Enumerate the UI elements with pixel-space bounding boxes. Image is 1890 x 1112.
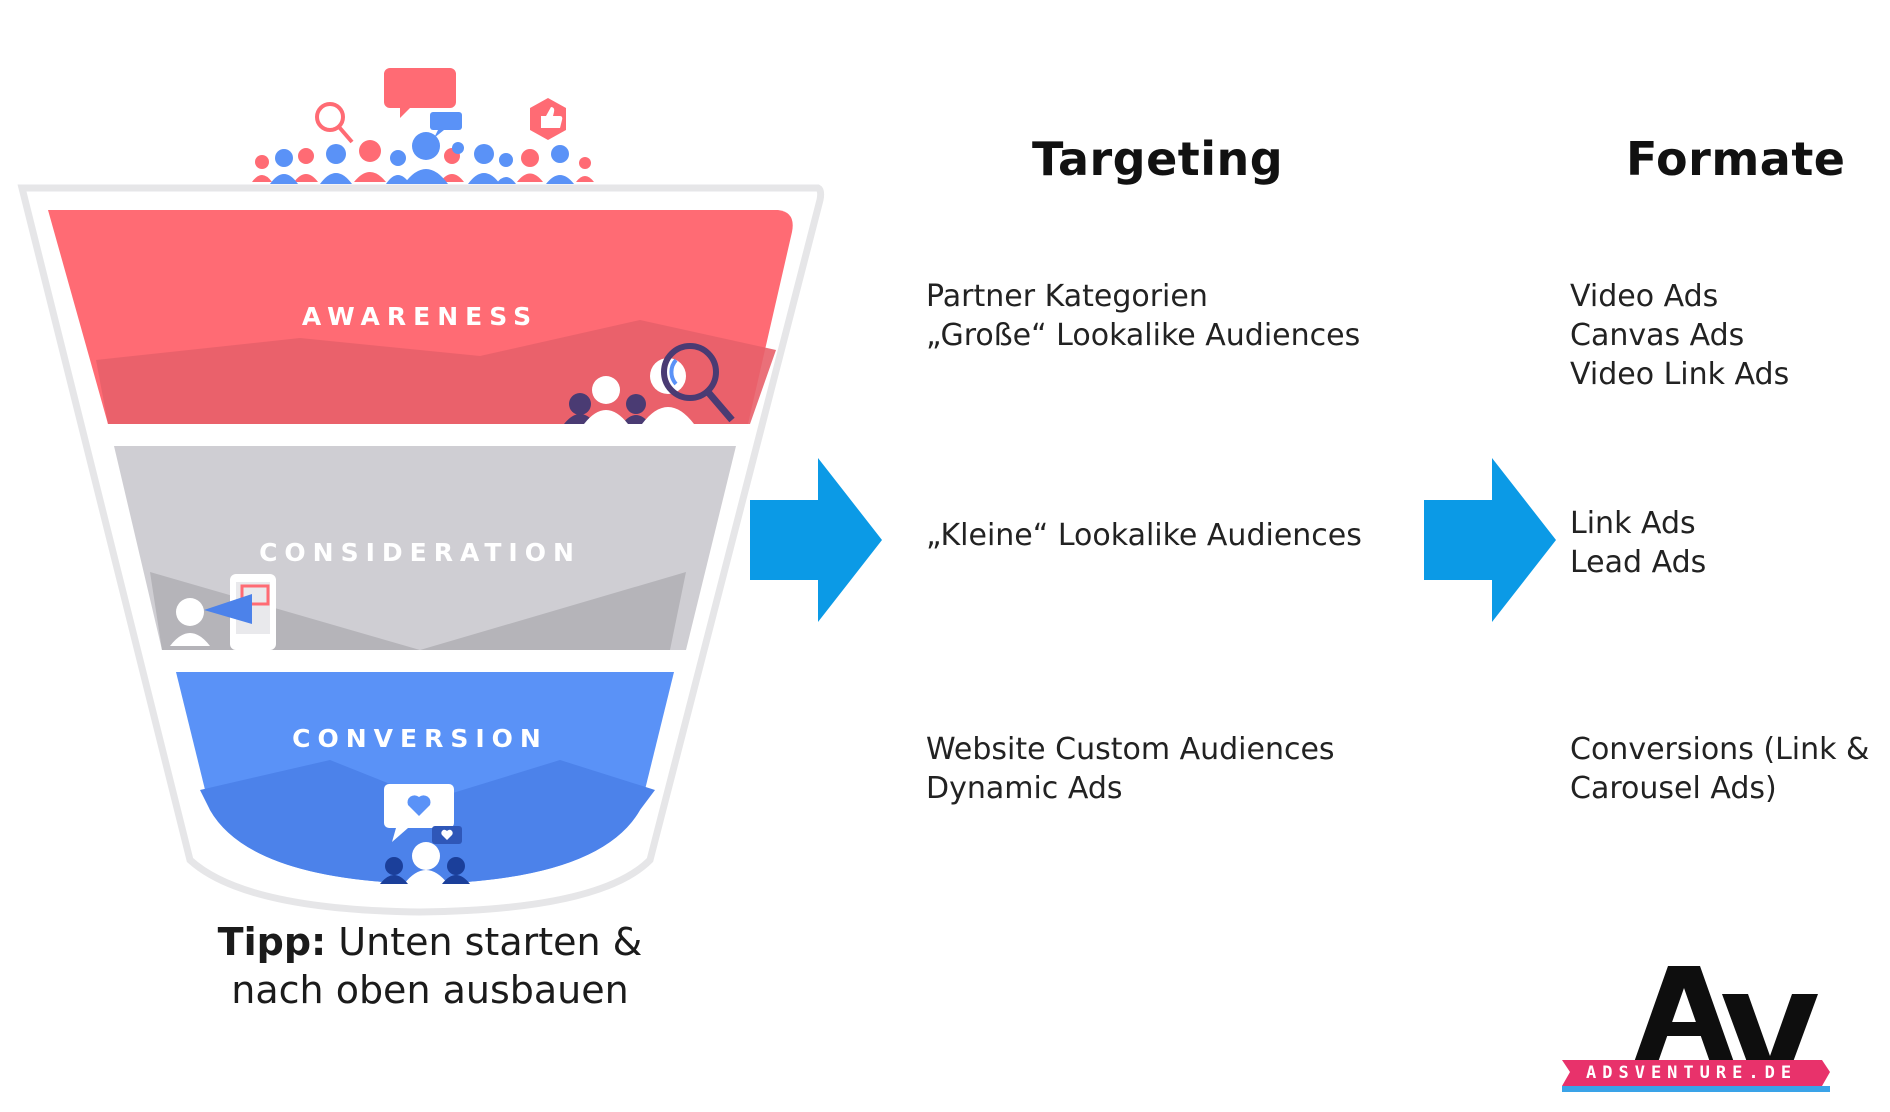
targeting-heading: Targeting	[1032, 132, 1284, 186]
targeting-awareness-list: Partner Kategorien „Große“ Lookalike Aud…	[926, 277, 1360, 355]
like-badge-icon	[530, 98, 566, 140]
formate-heading: Formate	[1626, 132, 1846, 186]
stage-label-awareness: AWARENESS	[301, 302, 539, 331]
formate-consideration-list: Link Ads Lead Ads	[1570, 504, 1706, 582]
list-item: Conversions (Link &	[1570, 732, 1870, 767]
list-item: Video Link Ads	[1570, 357, 1790, 392]
formate-awareness-list: Video Ads Canvas Ads Video Link Ads	[1570, 277, 1789, 394]
list-item: Video Ads	[1570, 279, 1719, 314]
arrow-right-icon-1	[750, 458, 882, 622]
chat-bubble-icon	[384, 68, 462, 138]
consideration-band-shade	[150, 572, 686, 650]
formate-conversion-list: Conversions (Link & Carousel Ads)	[1570, 730, 1869, 808]
arrow-right-icon-2	[1424, 458, 1556, 622]
stage-label-consideration: CONSIDERATION	[259, 538, 581, 567]
crowd-icon	[252, 68, 594, 184]
list-item: Canvas Ads	[1570, 318, 1745, 353]
targeting-conversion-list: Website Custom Audiences Dynamic Ads	[926, 730, 1335, 808]
list-item: Partner Kategorien	[926, 279, 1208, 314]
list-item: „Große“ Lookalike Audiences	[926, 318, 1361, 353]
list-item: Lead Ads	[1570, 545, 1707, 580]
tip-text: Tipp: Unten starten & nach oben ausbauen	[170, 918, 690, 1014]
targeting-consideration-list: „Kleine“ Lookalike Audiences	[926, 516, 1362, 555]
list-item: Link Ads	[1570, 506, 1696, 541]
awareness-people-search-icon	[564, 343, 735, 424]
list-item: Dynamic Ads	[926, 771, 1123, 806]
tip-line-1: Unten starten &	[326, 920, 643, 964]
logo-band-text: ADSVENTURE.DE	[1586, 1063, 1798, 1083]
stage-label-conversion: CONVERSION	[292, 724, 548, 753]
conversion-heart-people-icon	[380, 784, 470, 884]
list-item: Website Custom Audiences	[926, 732, 1335, 767]
tip-line-2: nach oben ausbauen	[231, 968, 629, 1012]
list-item: „Kleine“ Lookalike Audiences	[926, 518, 1362, 553]
adsventure-logo	[1562, 966, 1830, 1092]
search-icon	[315, 102, 354, 144]
list-item: Carousel Ads)	[1570, 771, 1777, 806]
consideration-person-phone-icon	[170, 574, 276, 650]
tip-bold-label: Tipp:	[217, 920, 327, 964]
